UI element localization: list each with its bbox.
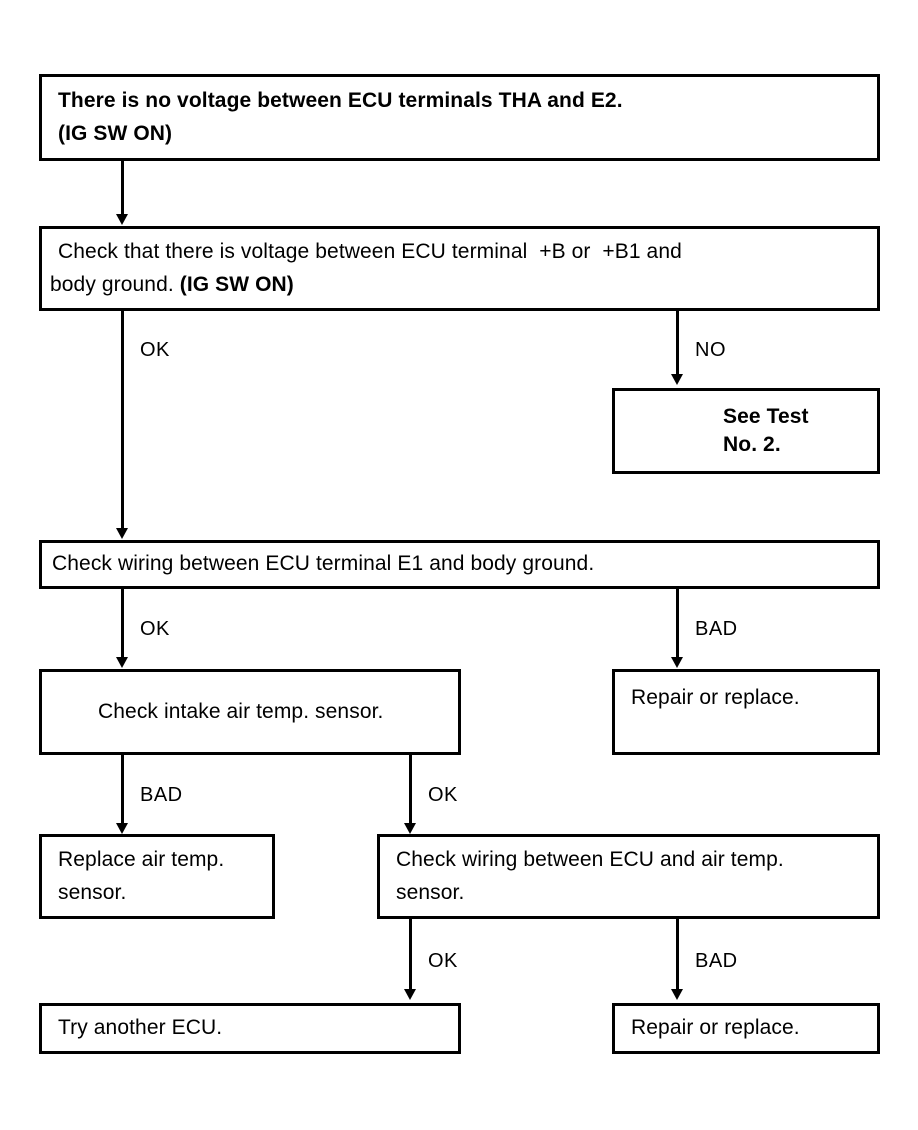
node-replace-sensor-line-1: Replace air temp. [58, 847, 225, 871]
arrowhead-intake-ok [404, 823, 416, 834]
node-see-test-line-2: No. 2. [723, 433, 781, 456]
node-see-test: See Test No. 2. [612, 388, 880, 474]
arrowhead-e1-bad [671, 657, 683, 668]
connector-check-b-no [676, 311, 679, 377]
node-symptom-line-2: (IG SW ON) [58, 121, 173, 145]
arrowhead-wiring-bad [671, 989, 683, 1000]
node-replace-sensor: Replace air temp. sensor. [39, 834, 275, 919]
arrowhead-intake-bad [116, 823, 128, 834]
node-see-test-line-1: See Test [723, 404, 809, 428]
arrowhead-symptom-to-check-b [116, 214, 128, 225]
connector-symptom-to-check-b [121, 161, 124, 219]
connector-e1-ok [121, 589, 124, 660]
connector-wiring-bad [676, 919, 679, 991]
node-check-e1-wiring-line-1: Check wiring between ECU terminal E1 and… [52, 552, 595, 576]
connector-check-b-ok [121, 311, 124, 530]
node-check-ecu-sensor-wiring: Check wiring between ECU and air temp. s… [377, 834, 880, 919]
edge-label-check-b-no: NO [695, 339, 726, 361]
arrowhead-check-b-ok [116, 528, 128, 539]
node-check-intake-sensor-line-1: Check intake air temp. sensor. [98, 699, 384, 723]
node-try-another-ecu: Try another ECU. [39, 1003, 461, 1054]
node-repair-replace-e1-line-1: Repair or replace. [631, 685, 800, 709]
node-check-b-voltage: Check that there is voltage between ECU … [39, 226, 880, 311]
node-try-another-ecu-line-1: Try another ECU. [58, 1016, 223, 1040]
edge-label-intake-ok: OK [428, 784, 458, 806]
node-symptom-line-1: There is no voltage between ECU terminal… [58, 88, 623, 112]
node-replace-sensor-line-2: sensor. [58, 880, 127, 904]
edge-label-e1-ok: OK [140, 618, 170, 640]
node-check-intake-sensor: Check intake air temp. sensor. [39, 669, 461, 755]
connector-intake-ok [409, 755, 412, 827]
connector-intake-bad [121, 755, 124, 827]
connector-e1-bad [676, 589, 679, 660]
node-check-b-voltage-line-1: Check that there is voltage between ECU … [58, 239, 682, 263]
edge-label-e1-bad: BAD [695, 618, 738, 640]
arrowhead-wiring-ok [404, 989, 416, 1000]
node-check-ecu-sensor-wiring-line-2: sensor. [396, 880, 465, 904]
node-repair-replace-wiring: Repair or replace. [612, 1003, 880, 1054]
node-repair-replace-e1: Repair or replace. [612, 669, 880, 755]
edge-label-intake-bad: BAD [140, 784, 183, 806]
edge-label-wiring-bad: BAD [695, 950, 738, 972]
node-check-b-voltage-line-2-normal: body ground. [50, 272, 180, 296]
edge-label-check-b-ok: OK [140, 339, 170, 361]
edge-label-wiring-ok: OK [428, 950, 458, 972]
arrowhead-e1-ok [116, 657, 128, 668]
arrowhead-check-b-no [671, 374, 683, 385]
node-symptom: There is no voltage between ECU terminal… [39, 74, 880, 161]
node-repair-replace-wiring-line-1: Repair or replace. [631, 1016, 800, 1040]
connector-wiring-ok [409, 919, 412, 991]
node-check-b-voltage-line-2: body ground. (IG SW ON) [42, 269, 877, 302]
node-check-b-voltage-line-2-bold: (IG SW ON) [179, 272, 294, 296]
node-check-ecu-sensor-wiring-line-1: Check wiring between ECU and air temp. [396, 847, 784, 871]
node-check-e1-wiring: Check wiring between ECU terminal E1 and… [39, 540, 880, 589]
